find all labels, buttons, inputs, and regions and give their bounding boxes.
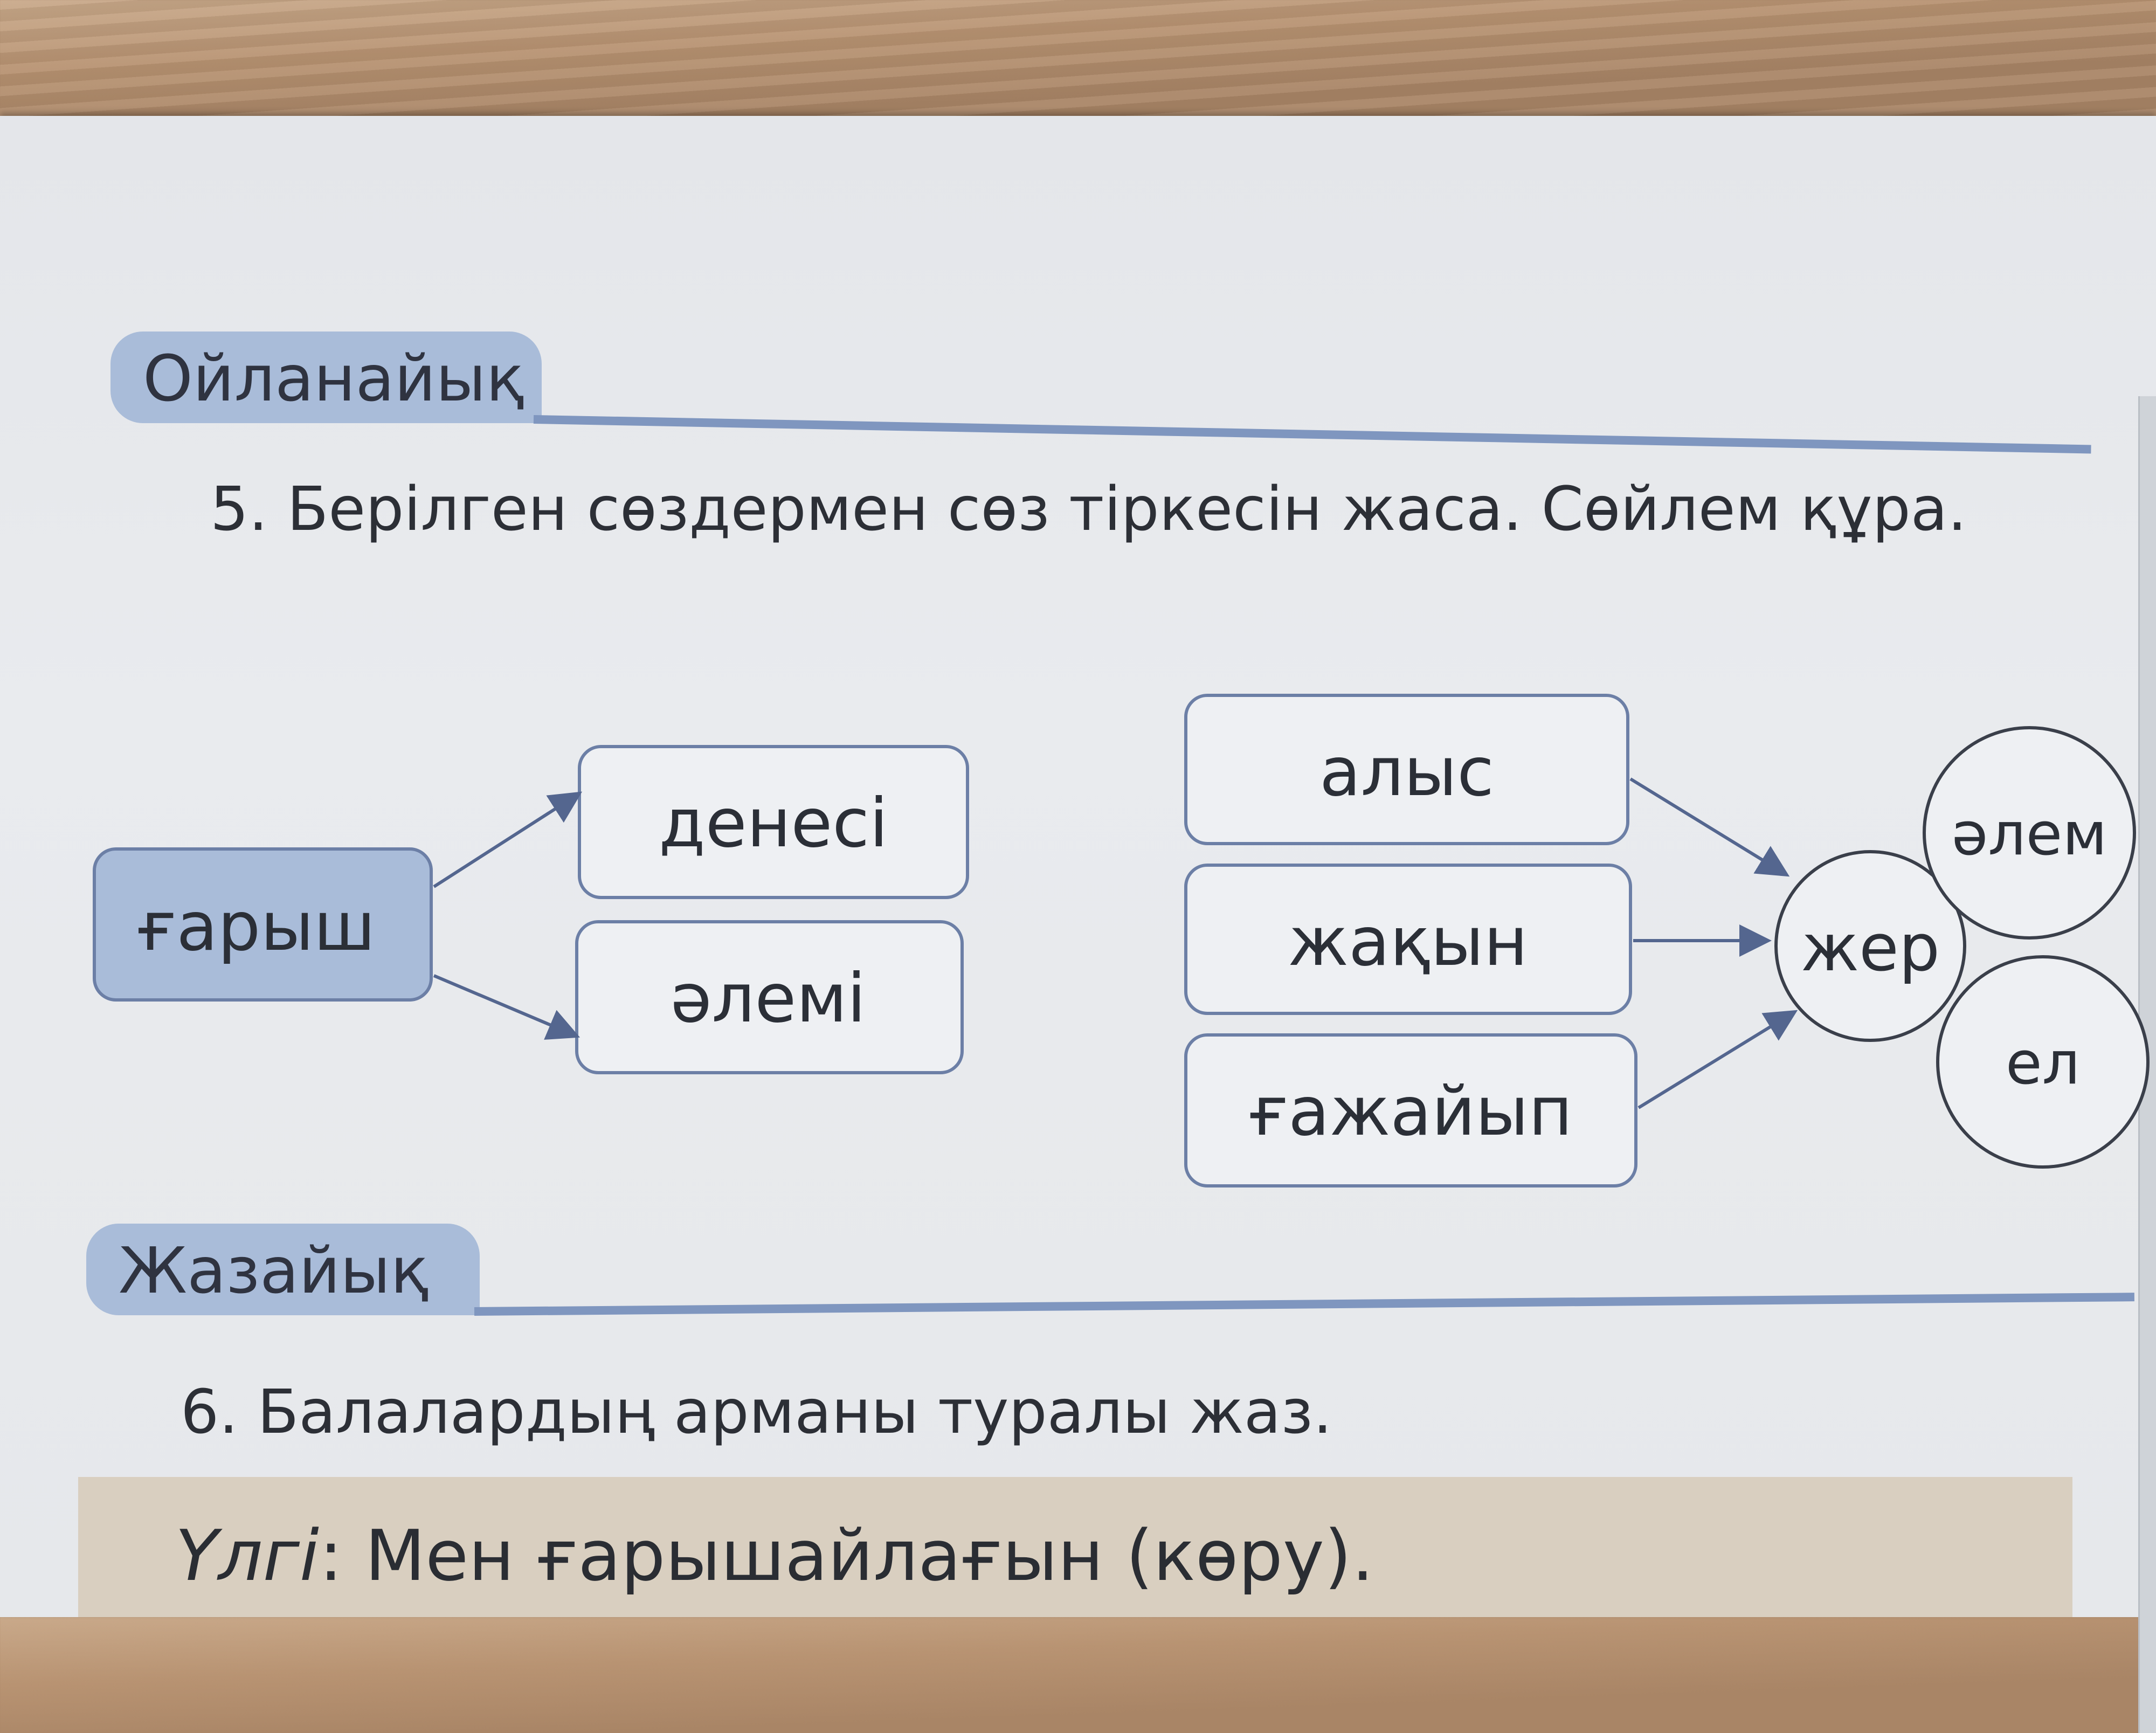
source-word-2: жақын	[1288, 903, 1528, 981]
section-title-think: Ойланайық	[143, 341, 524, 416]
section-title-write: Жазайық	[119, 1233, 429, 1308]
source-box-1	[1184, 694, 1629, 845]
source-word-1: алыс	[1319, 733, 1494, 811]
sample-line: Үлгі: Мен ғарышайлағын (көру).	[175, 1515, 1374, 1597]
task-5-instruction: 5. Берілген сөздермен сөз тіркесін жаса.…	[210, 474, 1967, 544]
source-word-3: ғажайып	[1248, 1073, 1572, 1151]
source-box-2	[1184, 864, 1632, 1015]
right-diagram: алыс жақын ғажайып жер әлем ел	[1184, 694, 2150, 1187]
source-box	[93, 847, 433, 1002]
extra-word-2: ел	[2006, 1028, 2080, 1097]
section-tab-think: Ойланайық	[110, 332, 542, 423]
target-box-2	[575, 920, 964, 1074]
source-word: ғарыш	[137, 888, 376, 966]
arrow-from-source-3	[1637, 1010, 1798, 1109]
word-combination-diagram: ғарыш денесі әлемі алыс жақын ғажайып же…	[93, 694, 2150, 1187]
extra-circle-2	[1936, 955, 2150, 1169]
target-word-1: денесі	[659, 784, 888, 862]
task-6-instruction: 6. Балалардың арманы туралы жаз.	[181, 1377, 1332, 1447]
arrow-from-source-1	[1629, 777, 1790, 877]
arrow-to-target-2	[433, 974, 581, 1040]
target-word-2: әлемі	[671, 959, 866, 1038]
sample-box	[78, 1477, 2072, 1617]
source-box-3	[1184, 1033, 1637, 1187]
sample-sentence: : Мен ғарышайлағын (көру).	[319, 1515, 1374, 1597]
target-word: жер	[1801, 911, 1940, 986]
section-tab-write: Жазайық	[86, 1224, 480, 1315]
target-circle	[1774, 850, 1966, 1042]
left-diagram: ғарыш денесі әлемі	[93, 745, 969, 1074]
extra-circle-1	[1923, 726, 2136, 940]
arrow-to-target-1	[433, 791, 583, 888]
sample-label: Үлгі	[175, 1515, 319, 1597]
extra-word-1: әлем	[1952, 799, 2107, 868]
